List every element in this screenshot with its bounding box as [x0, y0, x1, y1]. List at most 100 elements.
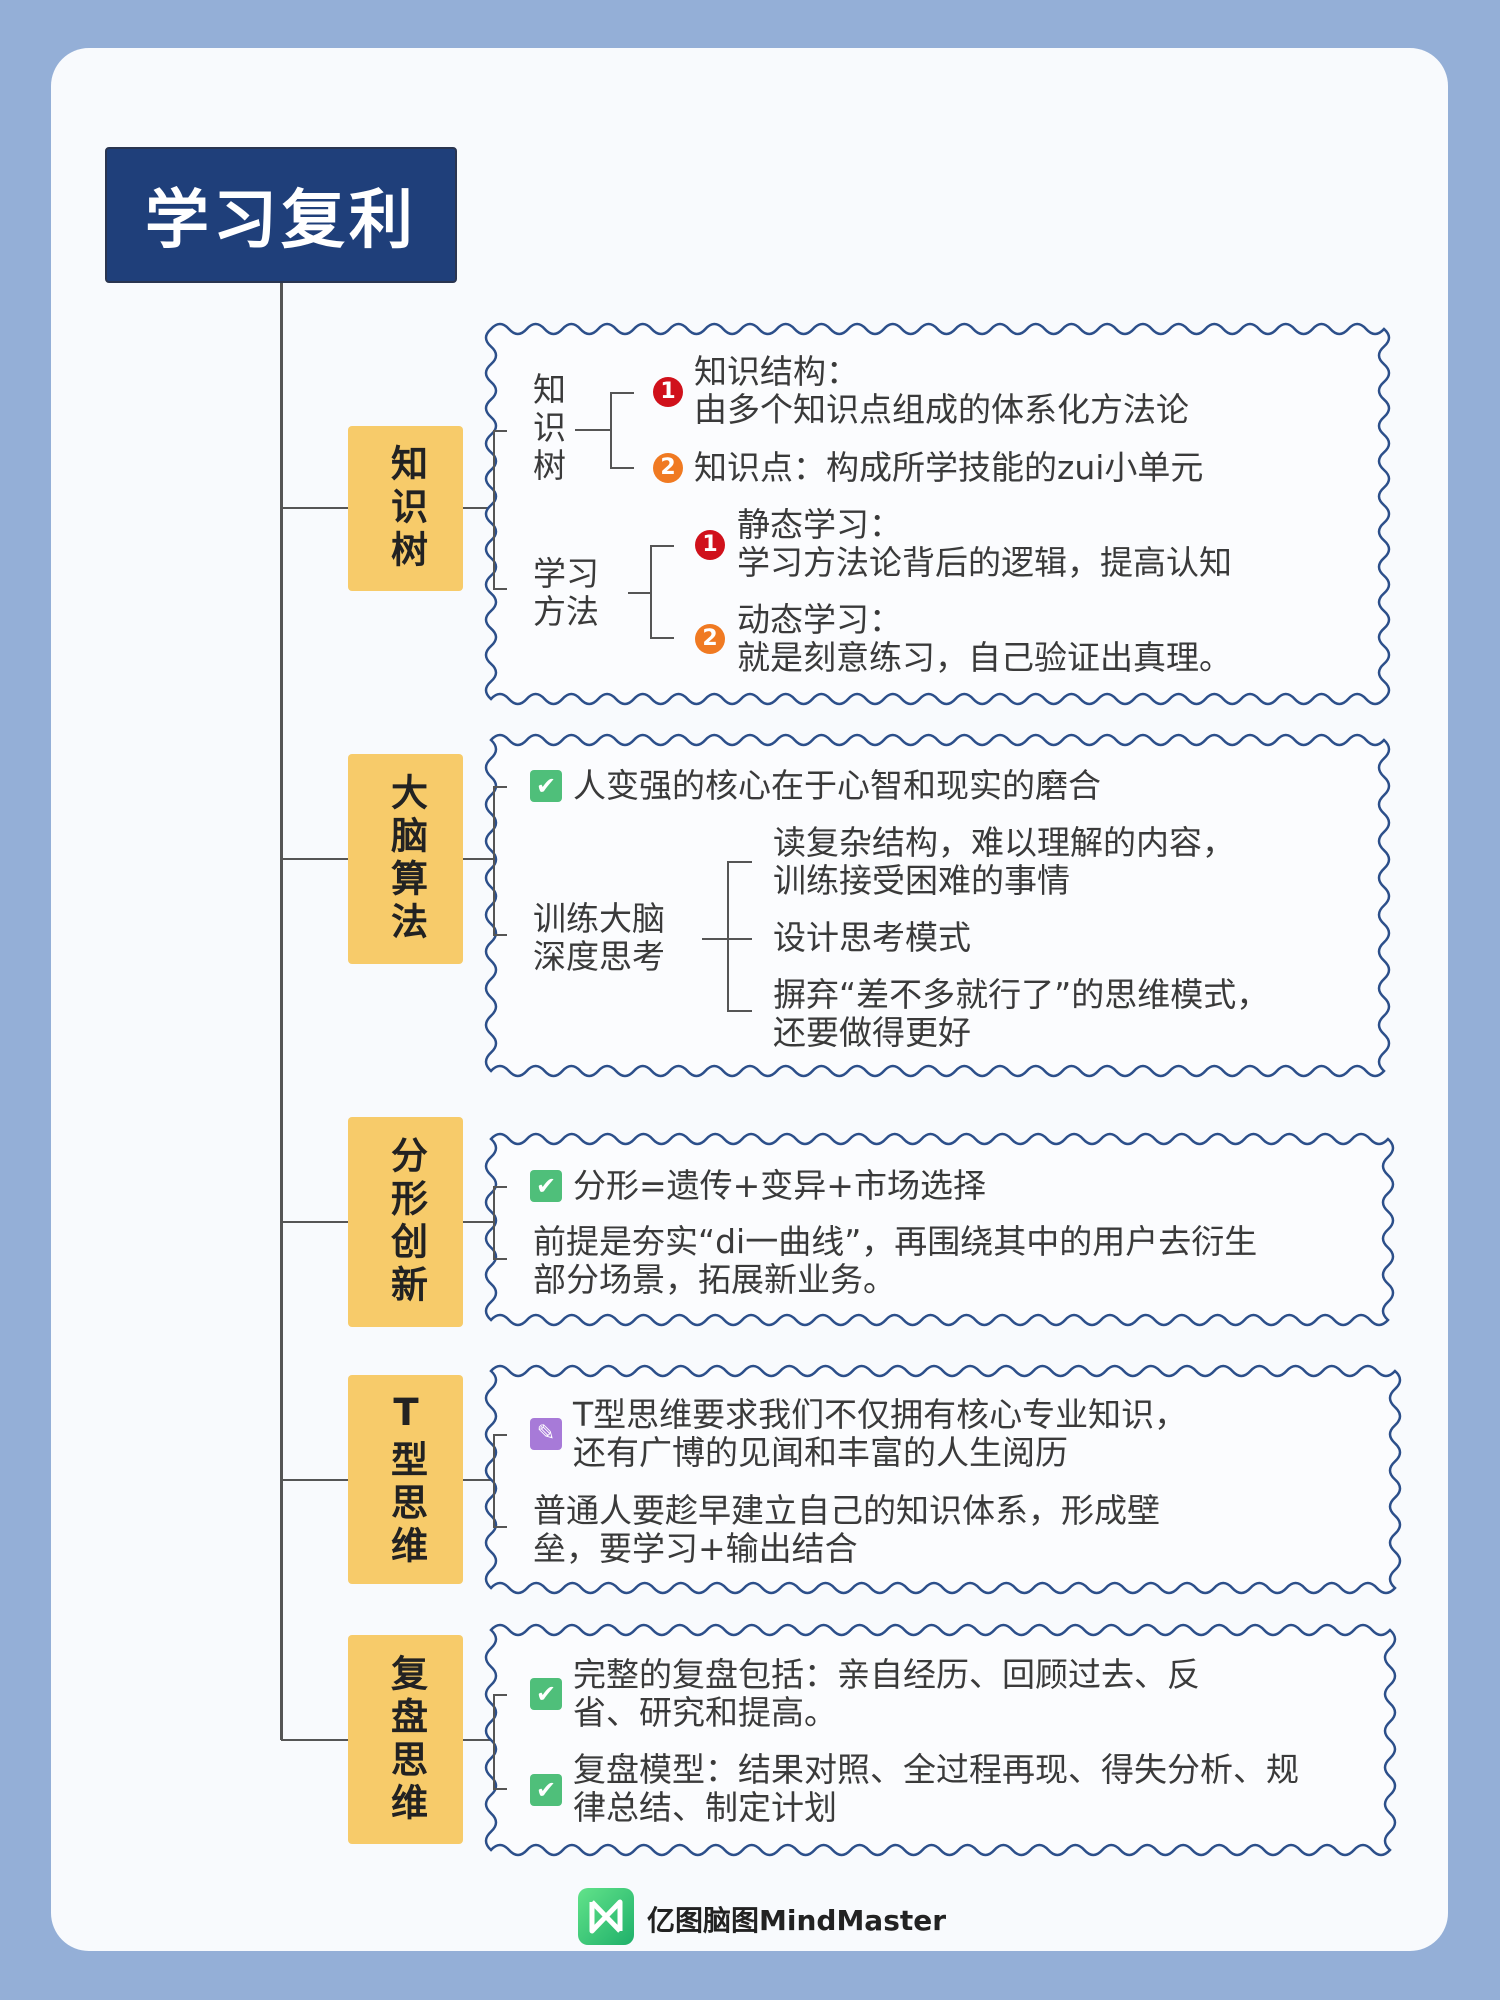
- bracket: [575, 429, 610, 431]
- item-fractal-formula[interactable]: 分形=遗传+变异+市场选择: [573, 1166, 986, 1205]
- item-line: 部分场景，拓展新业务。: [533, 1260, 896, 1299]
- item-line: T型思维要求我们不仅拥有核心专业知识，: [573, 1395, 1188, 1434]
- root-topic[interactable]: 学习复利: [105, 147, 457, 283]
- connector: [463, 1739, 493, 1741]
- bracket: [493, 1694, 495, 1790]
- item-line: 动态学习：: [737, 600, 902, 639]
- branch-knowledge-tree[interactable]: 知识树: [348, 426, 463, 591]
- item-line: 摒弃“差不多就行了”的思维模式，: [773, 975, 1270, 1014]
- checkbox-icon: ✔: [530, 770, 562, 802]
- item-line: 训练接受困难的事情: [773, 861, 1070, 900]
- label-line: 方法: [533, 592, 599, 631]
- item-line: 静态学习：: [737, 505, 902, 544]
- priority-2-icon: 2: [653, 453, 683, 483]
- item-line: 前提是夯实“di一曲线”，再围绕其中的用户去衍生: [533, 1222, 1258, 1261]
- item-line: 普通人要趁早建立自己的知识体系，形成壁: [533, 1491, 1160, 1530]
- branch-review-thinking[interactable]: 复盘思维: [348, 1635, 463, 1844]
- bracket: [493, 1186, 507, 1188]
- bracket: [493, 1788, 507, 1790]
- label-line: 训练大脑: [533, 899, 665, 938]
- item-line: 设计思考模式: [773, 918, 971, 957]
- item-line: 学习方法论背后的逻辑，提高认知: [737, 543, 1232, 582]
- bracket: [493, 1434, 495, 1528]
- branch-t-thinking[interactable]: T型思维: [348, 1375, 463, 1584]
- branch-label: 复盘思维: [384, 1653, 428, 1826]
- item-line: 还有广博的见闻和丰富的人生阅历: [573, 1433, 1068, 1472]
- item-line: 复盘模型：结果对照、全过程再现、得失分析、规: [573, 1750, 1299, 1789]
- label-line: 深度思考: [533, 937, 665, 976]
- connector: [281, 1739, 348, 1741]
- branch-label: 知识树: [384, 444, 428, 573]
- bracket: [493, 786, 507, 788]
- branch-label: 大脑算法: [384, 773, 428, 945]
- bracket: [493, 934, 507, 936]
- item-design-thinking[interactable]: 设计思考模式: [773, 919, 971, 957]
- checkbox-icon: ✔: [530, 1170, 562, 1202]
- subtopic-knowledge-tree[interactable]: 知识树: [533, 370, 566, 485]
- bracket: [493, 1434, 507, 1436]
- bracket: [493, 1526, 507, 1528]
- item-line: 就是刻意练习，自己验证出真理。: [737, 638, 1232, 677]
- branch-fractal-innovation[interactable]: 分形创新: [348, 1117, 463, 1327]
- item-dynamic-learning[interactable]: 动态学习：就是刻意练习，自己验证出真理。: [737, 601, 1232, 677]
- priority-1-icon: 1: [653, 377, 683, 407]
- pencil-icon: ✎: [530, 1418, 562, 1450]
- brand-name: 亿图脑图MindMaster: [647, 1904, 947, 1937]
- bracket: [493, 786, 495, 936]
- item-static-learning[interactable]: 静态学习：学习方法论背后的逻辑，提高认知: [737, 506, 1232, 582]
- mindmaster-logo-icon: [578, 1888, 634, 1945]
- bracket: [493, 1186, 495, 1260]
- item-build-knowledge-system[interactable]: 普通人要趁早建立自己的知识体系，形成壁垒，要学习+输出结合: [533, 1492, 1160, 1568]
- checkbox-icon: ✔: [530, 1774, 562, 1806]
- bracket: [650, 545, 652, 639]
- branch-label: T型思维: [384, 1390, 428, 1569]
- connector: [463, 1479, 493, 1481]
- item-read-complex[interactable]: 读复杂结构，难以理解的内容，训练接受困难的事情: [773, 824, 1235, 900]
- item-complete-review[interactable]: 完整的复盘包括：亲自经历、回顾过去、反省、研究和提高。: [573, 1656, 1200, 1732]
- item-line: 读复杂结构，难以理解的内容，: [773, 823, 1235, 862]
- item-t-thinking[interactable]: T型思维要求我们不仅拥有核心专业知识，还有广博的见闻和丰富的人生阅历: [573, 1396, 1187, 1472]
- item-abandon-good-enough[interactable]: 摒弃“差不多就行了”的思维模式，还要做得更好: [773, 976, 1269, 1052]
- item-line: 完整的复盘包括：亲自经历、回顾过去、反: [573, 1655, 1200, 1694]
- bracket: [493, 430, 507, 432]
- connector: [281, 1221, 348, 1223]
- item-line: 还要做得更好: [773, 1013, 971, 1052]
- bracket: [727, 938, 752, 940]
- connector: [463, 1221, 493, 1223]
- priority-2-icon: 2: [695, 624, 725, 654]
- bracket: [727, 861, 729, 1012]
- subtopic-learning-method[interactable]: 学习方法: [533, 555, 599, 631]
- bracket: [702, 938, 727, 940]
- connector: [281, 507, 348, 509]
- item-knowledge-structure[interactable]: 知识结构：由多个知识点组成的体系化方法论: [694, 353, 1189, 429]
- bracket: [610, 467, 634, 469]
- bracket: [493, 430, 495, 590]
- bracket: [493, 1258, 507, 1260]
- item-core-of-growth[interactable]: 人变强的核心在于心智和现实的磨合: [573, 766, 1101, 805]
- connector: [281, 1479, 348, 1481]
- checkbox-icon: ✔: [530, 1678, 562, 1710]
- item-line: 垒，要学习+输出结合: [533, 1529, 858, 1568]
- bracket: [493, 1694, 507, 1696]
- item-fractal-premise[interactable]: 前提是夯实“di一曲线”，再围绕其中的用户去衍生部分场景，拓展新业务。: [533, 1223, 1257, 1299]
- item-line: 知识结构：: [694, 352, 859, 391]
- item-line: 知识点：构成所学技能的zui小单元: [694, 448, 1204, 487]
- label-line: 学习: [533, 554, 599, 593]
- item-review-model[interactable]: 复盘模型：结果对照、全过程再现、得失分析、规律总结、制定计划: [573, 1751, 1299, 1827]
- item-line: 省、研究和提高。: [573, 1693, 837, 1732]
- bracket: [727, 861, 752, 863]
- item-knowledge-point[interactable]: 知识点：构成所学技能的zui小单元: [694, 449, 1203, 487]
- connector: [463, 858, 493, 860]
- connector: [281, 858, 348, 860]
- bracket: [628, 592, 650, 594]
- subtopic-train-brain[interactable]: 训练大脑深度思考: [533, 900, 665, 976]
- priority-1-icon: 1: [695, 530, 725, 560]
- bracket: [493, 588, 507, 590]
- bracket: [610, 392, 612, 469]
- item-line: 律总结、制定计划: [573, 1788, 837, 1827]
- bracket: [727, 1010, 752, 1012]
- connector: [463, 507, 493, 509]
- bracket: [650, 545, 674, 547]
- branch-brain-algorithm[interactable]: 大脑算法: [348, 754, 463, 964]
- branch-label: 分形创新: [384, 1136, 428, 1308]
